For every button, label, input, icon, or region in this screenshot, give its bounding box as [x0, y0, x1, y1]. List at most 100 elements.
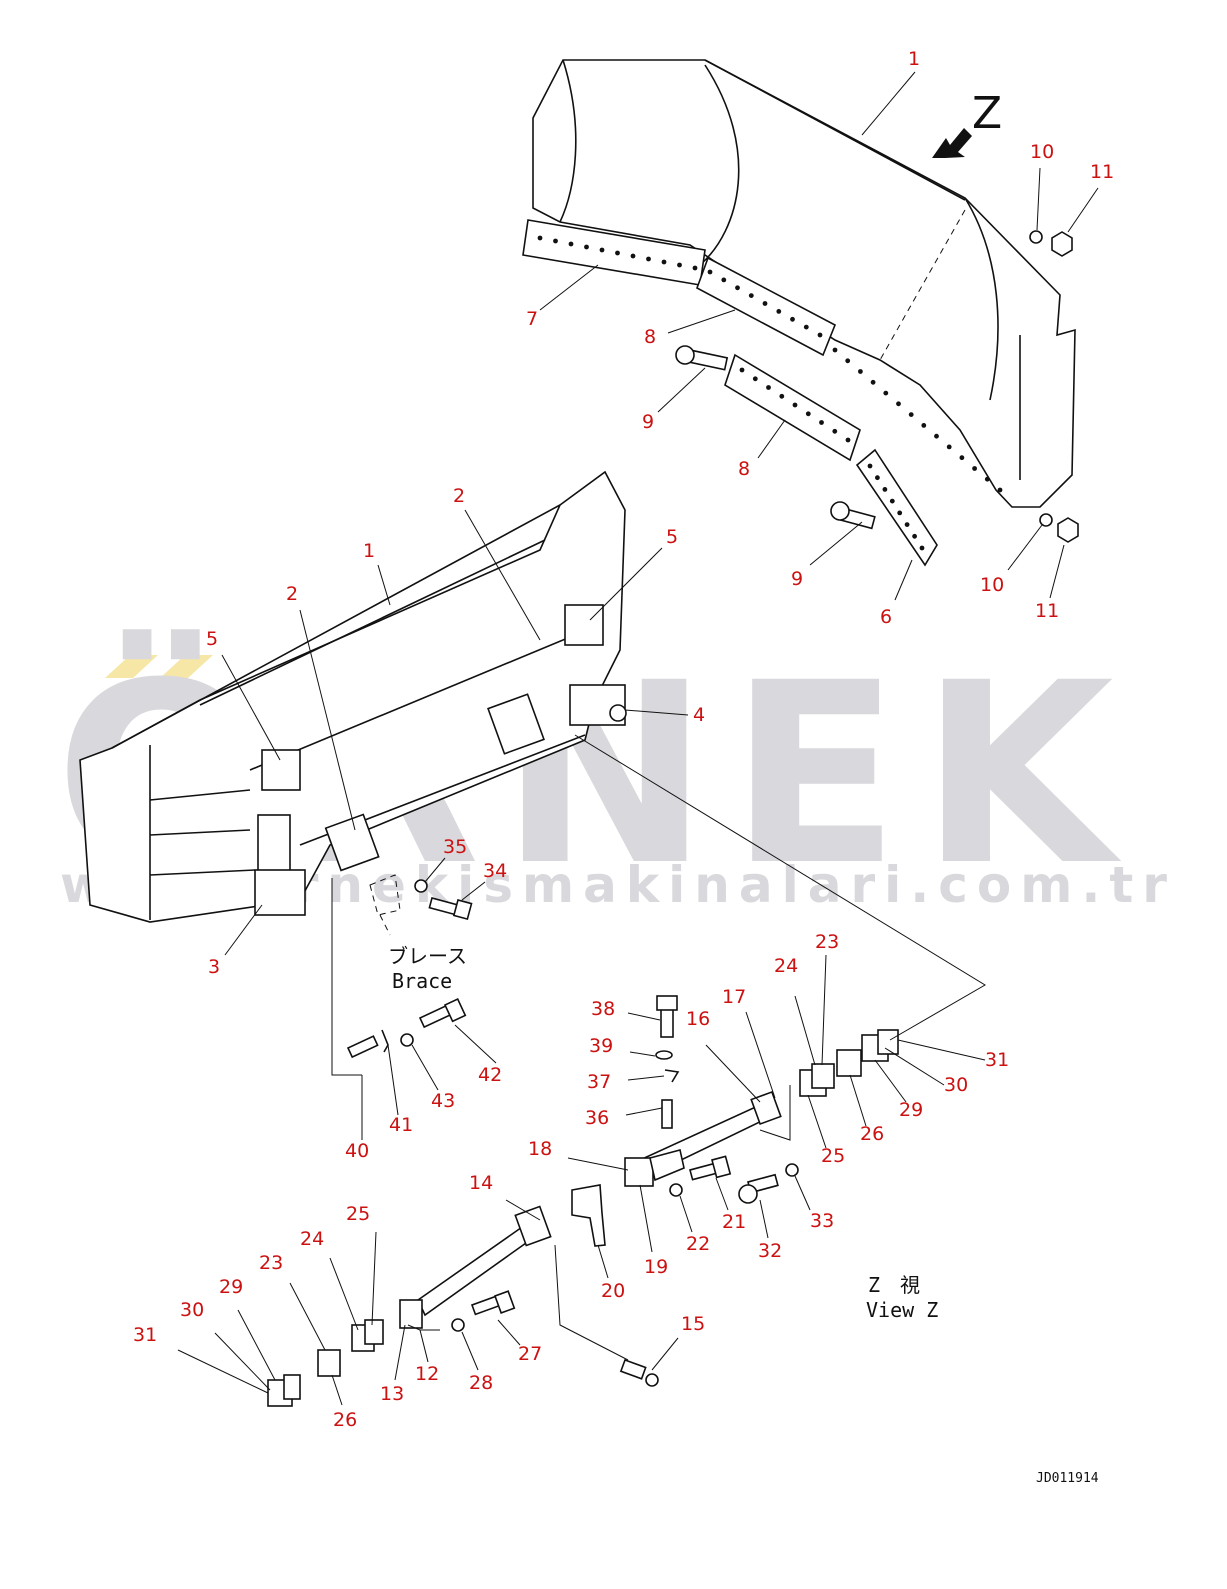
leader-line [1049, 544, 1065, 599]
leader-line [289, 1282, 326, 1351]
callout-label: 32 [758, 1240, 782, 1262]
bracket-left-lower [257, 814, 291, 876]
bolt-38 [656, 995, 678, 1038]
leader-line [539, 264, 599, 311]
pin-36 [661, 1099, 673, 1129]
pin-group [331, 878, 467, 1076]
callout-label: 39 [589, 1035, 613, 1057]
callout-label: 10 [1030, 141, 1054, 163]
leader-line [1067, 187, 1099, 233]
brace-rod-14 [416, 1223, 535, 1317]
leader-line [757, 419, 786, 459]
callout-label: 35 [443, 836, 467, 858]
washer-33 [785, 1163, 799, 1177]
upper-blade-shell [532, 59, 1076, 508]
bracket-2-right [487, 693, 545, 755]
clip-41 [381, 1029, 389, 1053]
cutting-edge-8-upper [696, 256, 837, 357]
bolt-hole [630, 253, 636, 259]
upper-blade-right-curve [964, 197, 999, 401]
leader-line [299, 609, 356, 831]
pin-group-leader [331, 878, 362, 1076]
bolt-hole [883, 390, 889, 396]
bolt-hole [875, 475, 880, 481]
washer-39 [655, 1050, 673, 1060]
leader-line [454, 1024, 497, 1064]
shim-24-right [811, 1063, 835, 1089]
callout-label: 2 [286, 583, 298, 605]
bolt-hole [615, 250, 620, 256]
callout-label: 23 [259, 1252, 283, 1274]
bolt-hole [692, 265, 698, 271]
leader-line [627, 1012, 661, 1021]
leader-line [214, 1332, 271, 1391]
bolt-hole [766, 385, 771, 390]
leader-line [464, 509, 541, 641]
bolt-hole [889, 498, 895, 504]
brace-yoke-19 [649, 1149, 685, 1182]
callout-label: 33 [810, 1210, 834, 1232]
bolt-hole [882, 487, 888, 492]
bolt-hole [661, 259, 667, 265]
bolt-9-lower [830, 501, 876, 530]
bolt-hole [677, 262, 682, 268]
shim-30-right [877, 1029, 899, 1055]
leader-line [651, 1337, 679, 1371]
leader-line [237, 1309, 276, 1381]
grease-leader [554, 1244, 629, 1361]
bolt-hole [832, 428, 838, 434]
callout-label: 26 [860, 1123, 884, 1145]
callout-label: 34 [483, 860, 507, 882]
view-z-arrow [932, 128, 972, 158]
callout-label: 42 [478, 1064, 502, 1086]
blade-bolt-holes [537, 235, 1003, 551]
pin-40 [346, 1035, 379, 1059]
holder-26-left [317, 1349, 341, 1377]
callout-label: 22 [686, 1233, 710, 1255]
leader-line [597, 1244, 609, 1279]
bolt-hole [934, 433, 939, 439]
callout-label: 36 [585, 1107, 609, 1129]
brace-17-leader [759, 1085, 791, 1141]
bolt-hole [803, 324, 809, 330]
callout-label: 37 [587, 1071, 611, 1093]
leader-line [371, 1231, 377, 1326]
callout-label: 9 [642, 411, 654, 433]
callout-label: 43 [431, 1090, 455, 1112]
lower-blade-end-ribs [149, 789, 256, 876]
bolt-hole [845, 358, 851, 364]
leader-line [387, 1044, 399, 1116]
leader-line [221, 654, 281, 761]
bolt-hole [908, 412, 914, 417]
callout-label: 27 [518, 1343, 542, 1365]
brace-label-en: Brace [392, 969, 452, 993]
bolt-hole [959, 455, 965, 461]
leader-line [715, 1177, 729, 1211]
pin-4 [609, 704, 627, 722]
callout-label: 12 [415, 1363, 439, 1385]
leader-line [461, 881, 486, 901]
bolt-34 [428, 897, 473, 921]
callout-label: 1 [908, 48, 920, 70]
leader-line [897, 1039, 986, 1061]
leader-line [894, 559, 913, 601]
bolt-hole [776, 309, 782, 314]
callout-label: 5 [666, 526, 678, 548]
drawing-code: JD011914 [1036, 1471, 1099, 1486]
callout-label: 1 [363, 540, 375, 562]
bolt-hole [972, 466, 977, 471]
bolt-hole [919, 545, 925, 551]
bolt-hole [537, 235, 543, 241]
leader-line [497, 1319, 521, 1346]
upper-blade-curve [699, 64, 740, 266]
bolt-hole [553, 238, 558, 244]
brace-end-12 [399, 1299, 423, 1329]
view-z-caption-jp: Z 視 [868, 1273, 920, 1297]
leader-line [849, 1074, 867, 1127]
bolt-hole [735, 285, 740, 291]
callout-label: 19 [644, 1256, 668, 1278]
callout-label: 21 [722, 1211, 746, 1233]
callout-label: 31 [985, 1049, 1009, 1071]
bolt-hole [817, 332, 823, 338]
